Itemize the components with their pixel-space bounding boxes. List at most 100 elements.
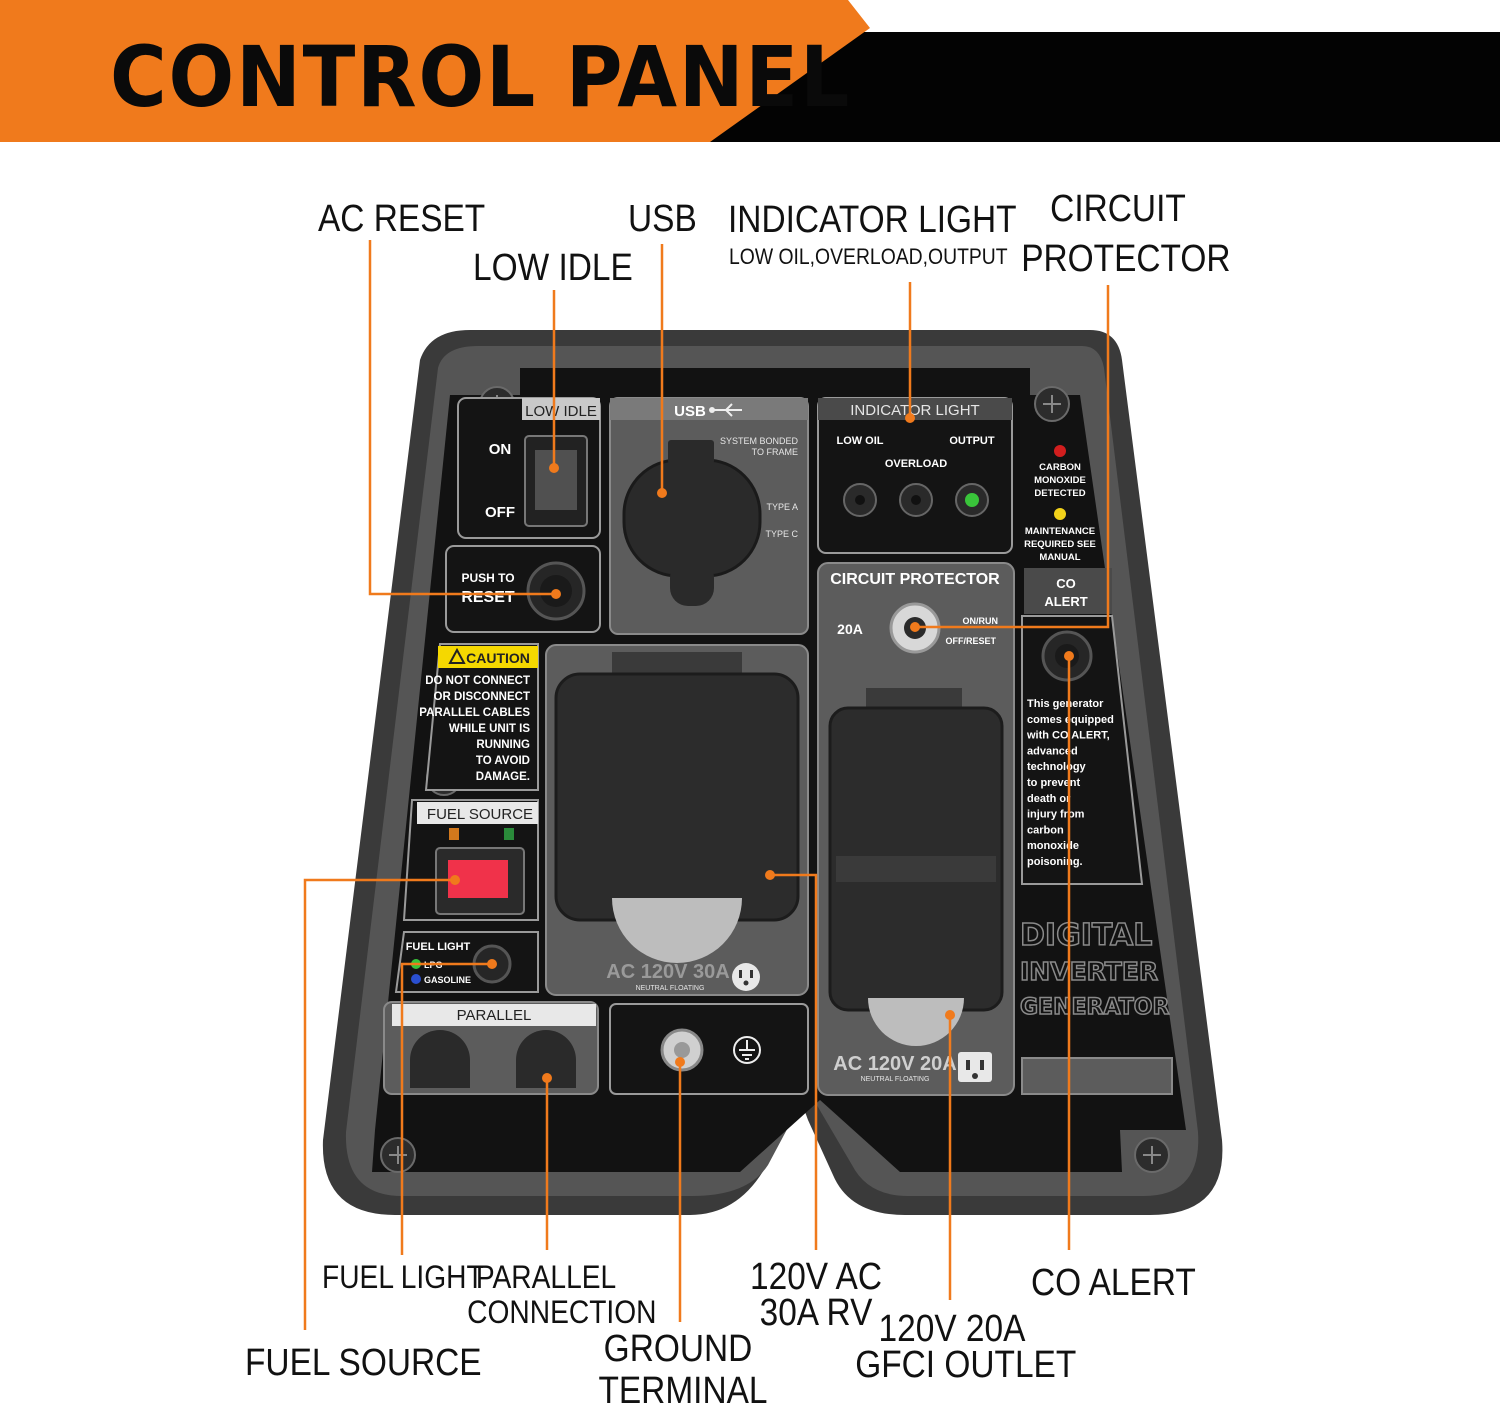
co-text-line: comes equipped (1027, 714, 1114, 726)
co-text-line: technology (1027, 761, 1087, 773)
caution-line: OR DISCONNECT (434, 691, 530, 703)
rv-30a-section: AC 120V 30A NEUTRAL FLOATING (545, 644, 809, 996)
co-alert-section: CARBON MONOXIDE DETECTED MAINTENANCE REQ… (1021, 445, 1144, 885)
leader-fuel-source (303, 878, 455, 1330)
callout-co-alert: CO ALERT (1031, 1262, 1196, 1304)
callout-gfci-2: GFCI OUTLET (855, 1344, 1077, 1386)
co-detected-text-1: CARBON (1039, 462, 1081, 473)
leader-dots (450, 413, 1074, 1083)
overload-label: OVERLOAD (885, 458, 947, 470)
gasoline-label: GASOLINE (424, 975, 471, 985)
usb-icon (709, 403, 742, 417)
parallel-port-right[interactable] (516, 1030, 576, 1088)
leader-fuel-light (400, 962, 492, 1255)
system-bonded-label-1: SYSTEM BONDED (720, 436, 799, 446)
output-label: OUTPUT (949, 435, 995, 447)
ground-section (609, 1003, 809, 1095)
leader-ac30 (770, 873, 818, 1250)
co-text-line: injury from (1027, 809, 1085, 821)
push-to-label: PUSH TO (461, 571, 514, 585)
indicator-light-section: INDICATOR LIGHT LOW OIL OVERLOAD OUTPUT (817, 397, 1013, 554)
leader-circuit-protector (915, 285, 1110, 629)
indicator-panel-label: INDICATOR LIGHT (850, 402, 979, 419)
rv-outlet-icon (732, 963, 760, 991)
callout-usb: USB (628, 198, 697, 240)
circuit-protector-section: CIRCUIT PROTECTOR 20A ON/RUN OFF/RESET A… (817, 562, 1015, 1096)
caution-line: TO AVOID (476, 755, 530, 767)
ground-symbol-icon (733, 1036, 761, 1064)
callout-indicator-sub: LOW OIL,OVERLOAD,OUTPUT (729, 244, 1008, 269)
co-alert-panel-label-2: ALERT (1044, 594, 1087, 609)
gfci-outlet-icon (958, 1052, 992, 1082)
callout-circuit-2: PROTECTOR (1021, 238, 1231, 280)
maintenance-text-1: MAINTENANCE (1025, 526, 1095, 537)
low-idle-section: LOW IDLE ON OFF (457, 397, 601, 539)
leader-ac-reset (368, 240, 556, 596)
leader-lines (303, 240, 1110, 1330)
brand-line-1: DIGITAL (1020, 918, 1152, 953)
brand-text: DIGITAL INVERTER GENERATOR (1019, 917, 1173, 1095)
co-alert-panel-label-1: CO (1056, 576, 1076, 591)
callout-gfci-1: 120V 20A (878, 1308, 1026, 1350)
banner-orange-shape (0, 0, 870, 142)
low-idle-panel-label: LOW IDLE (525, 403, 597, 420)
callout-indicator-light: INDICATOR LIGHT (728, 199, 1017, 241)
amps-20-label: 20A (837, 621, 863, 637)
co-text-line: advanced (1027, 745, 1078, 757)
screw-icon (1034, 386, 1070, 422)
callout-ac30-2: 30A RV (759, 1292, 873, 1334)
callout-ground-2: TERMINAL (598, 1370, 768, 1412)
header-banner (0, 0, 1500, 142)
warning-icon (448, 647, 466, 664)
co-text-line: poisoning. (1027, 856, 1083, 868)
callout-ac30-1: 120V AC (750, 1256, 882, 1298)
callout-circuit-1: CIRCUIT (1050, 188, 1186, 230)
co-text-line: to prevent (1027, 777, 1081, 789)
screw-icon (1134, 1137, 1170, 1173)
fuel-gas-indicator-icon (504, 828, 514, 840)
parallel-panel-label: PARALLEL (457, 1007, 532, 1024)
parallel-port-left[interactable] (410, 1030, 470, 1088)
caution-title: CAUTION (466, 650, 530, 666)
neutral-floating-label-20a: NEUTRAL FLOATING (861, 1076, 930, 1083)
fuel-lpg-indicator-icon (449, 828, 459, 840)
fuel-light-panel-label: FUEL LIGHT (406, 941, 471, 953)
maintenance-led (1054, 508, 1066, 520)
callout-low-idle: LOW IDLE (473, 247, 633, 289)
fuel-source-section: FUEL SOURCE (402, 799, 539, 921)
type-c-label: TYPE C (765, 529, 798, 539)
brand-line-2: INVERTER (1020, 957, 1158, 986)
callout-fuel-source: FUEL SOURCE (245, 1342, 482, 1384)
serial-plate (1021, 1057, 1173, 1095)
co-text-line: carbon (1027, 824, 1064, 836)
gfci-outlet-latch (868, 998, 964, 1046)
parallel-section: PARALLEL (383, 1001, 599, 1095)
fuel-light-section: FUEL LIGHT LPG GASOLINE (394, 931, 539, 993)
low-idle-off-label: OFF (485, 504, 515, 521)
type-a-label: TYPE A (766, 502, 798, 512)
caution-line: PARALLEL CABLES (419, 707, 530, 719)
screw-icon (380, 1137, 416, 1173)
circuit-protector-panel-label: CIRCUIT PROTECTOR (830, 571, 1000, 588)
rv-30a-outlet-cover[interactable] (554, 672, 800, 922)
caution-line: WHILE UNIT IS (449, 723, 530, 735)
callout-parallel-2: CONNECTION (467, 1294, 657, 1330)
usb-section: USB SYSTEM BONDED TO FRAME TYPE A TYPE C (609, 397, 809, 635)
fuel-source-panel-label: FUEL SOURCE (427, 806, 533, 823)
ac-20a-label: AC 120V 20A (833, 1053, 956, 1075)
co-text-line: death or (1027, 793, 1071, 805)
callout-ac-reset: AC RESET (318, 198, 486, 240)
reset-label: RESET (461, 589, 515, 606)
caution-line: RUNNING (476, 739, 530, 751)
on-run-label: ON/RUN (963, 616, 999, 626)
co-text-line: This generator (1027, 698, 1104, 710)
page-title: CONTROL PANEL (110, 28, 852, 126)
co-text-line: monoxide (1027, 840, 1079, 852)
usb-port-cover[interactable] (622, 458, 762, 578)
system-bonded-label-2: TO FRAME (752, 447, 798, 457)
callout-fuel-light: FUEL LIGHT (322, 1259, 484, 1295)
gasoline-led (411, 974, 421, 984)
low-oil-label: LOW OIL (836, 435, 883, 447)
maintenance-text-3: MANUAL (1039, 552, 1080, 563)
